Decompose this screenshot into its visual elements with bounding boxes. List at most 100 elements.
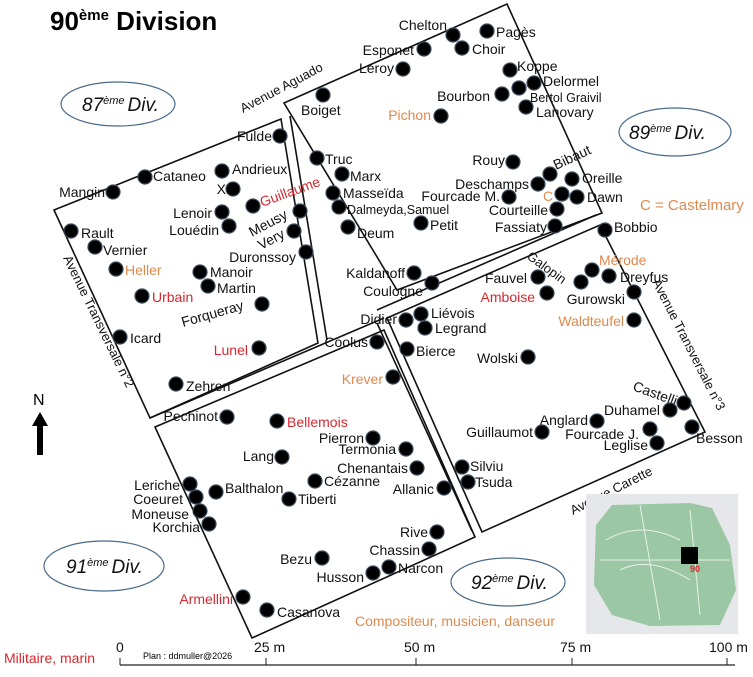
grave-marker-icon [221,218,237,234]
grave-marker-icon [505,154,521,170]
grave-pierron: Pierron [319,430,381,446]
grave-legrand: Legrand [417,320,486,336]
grave-guillaume: Guillaume [245,173,322,214]
grave-leglise: Leglise [604,435,665,453]
grave-label: Heller [125,262,162,278]
grave-marker-icon [381,559,397,575]
north-arrow: N [32,392,48,455]
grave-label: Rive [400,524,428,540]
grave-esponet: Esponet [363,41,432,58]
grave-marker-icon [214,204,230,220]
grave-marker-icon [286,223,302,239]
scale-label-75: 75 m [560,639,591,655]
grave-tiberti: Tiberti [281,491,336,507]
grave-label: Chassin [369,542,420,558]
block-south [153,328,477,640]
grave-label: Legrand [435,320,486,336]
scale-label-100: 100 m [709,639,748,655]
grave-label: Dreyfus [620,269,668,285]
grave-didier: Didier [360,311,414,328]
grave-marker-icon [395,61,411,77]
grave-marker-icon [192,264,208,280]
grave-marker-icon [454,459,470,475]
grave-label: Martin [217,280,256,296]
grave-marker-icon [584,262,600,278]
grave-label: Duronssoy [229,249,296,265]
grave-label: Petit [430,217,458,233]
grave-marker-icon [281,491,297,507]
grave-label: Narcon [398,560,443,576]
grave-marker-icon [385,369,401,385]
grave-marker-icon [534,424,550,440]
page-title: 90ème Division [50,6,217,36]
grave-label: Bezu [280,551,312,567]
grave-marker-icon [501,189,517,205]
grave-marker-icon [225,181,241,197]
grave-heller: Heller [108,261,162,278]
grave-marker-icon [314,550,330,566]
grave-marker-icon [315,87,331,103]
grave-marker-icon [526,75,542,91]
grave-label: Fourcade J. [565,426,639,442]
grave-korchia: Korchia [153,516,217,535]
grave-dawn: Dawn [569,189,623,205]
grave-termonia: Termonia [338,441,414,457]
grave-marker-icon [325,185,341,201]
grave-label: Deum [357,225,394,241]
grave-marker-icon [676,395,692,411]
grave-label: Moneuse [131,506,189,522]
grave-label: Marx [350,168,381,184]
grave-label: Coeuret [133,491,183,507]
grave-cataneo: Cataneo [137,168,206,185]
grave-coeuret: Coeuret [133,489,204,507]
grave-bobbio: Bobbio [597,219,658,238]
grave-moneuse: Moneuse [131,503,208,522]
grave-marker-icon [421,541,437,557]
grave-duhamel: Duhamel [604,402,678,418]
grave-label: Casanova [277,604,340,620]
grave-gurowski: Gurowski [567,284,642,307]
grave-label: Fourcade M. [421,188,500,204]
grave-label: Masseïda [343,185,404,201]
grave-lang: Lang [243,448,290,465]
grave-marker-icon [460,474,476,490]
grave-label: Icard [130,330,161,346]
grave-label: Didier [360,311,397,327]
block-north [282,2,604,291]
block-west [52,117,319,420]
grave-armellini: Armellini [179,589,251,607]
grave-label: Coolus [324,334,368,350]
grave-label: Rault [81,225,114,241]
grave-andrieux: Andrieux [214,161,287,179]
grave-label: Leglise [604,437,649,453]
grave-marker-icon [87,239,103,255]
grave-label: Vernier [103,242,148,258]
grave-lunel: Lunel [214,340,267,358]
grave-pichon: Pichon [388,107,449,124]
grave-marker-icon [340,219,356,235]
grave-choir: Choir [454,40,506,57]
svg-text:N: N [33,392,45,409]
grave-marker-icon [542,166,558,182]
grave-label: Mérode [599,252,647,268]
grave-label: Pagès [496,24,536,40]
grave-masseida: Masseïda [325,185,404,201]
grave-label: Pechinot [164,408,219,424]
grave-marker-icon [479,23,495,39]
grave-marker-icon [254,296,270,312]
grave-allanic: Allanic [393,480,452,497]
grave-label: Lunel [214,342,248,358]
grave-label: Leriche [134,477,180,493]
grave-label: Cataneo [153,168,206,184]
grave-marker-icon [214,163,230,179]
grave-marker-icon [235,589,251,605]
grave-label: Lanovary [536,104,594,120]
grave-marker-icon [399,341,415,357]
grave-silviu: Silviu [454,458,503,475]
grave-krever: Krever [342,369,401,387]
grave-unnamed [573,274,589,290]
